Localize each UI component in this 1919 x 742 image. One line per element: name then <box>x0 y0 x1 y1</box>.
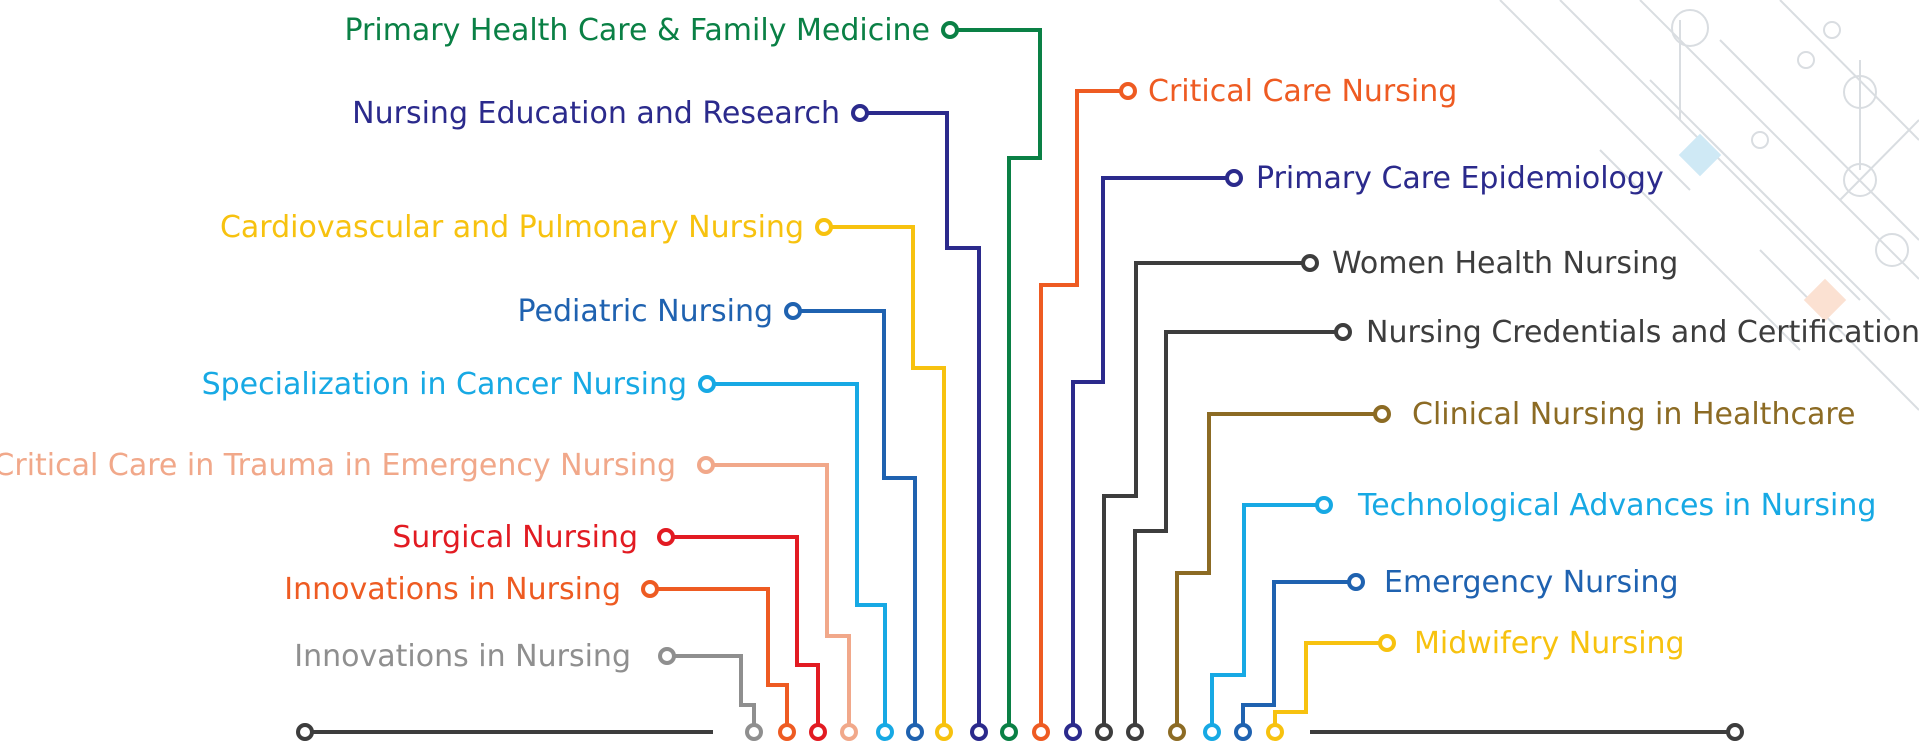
baseline-left-terminal <box>296 723 314 741</box>
terminal-label-critical-care <box>1119 82 1137 100</box>
connector-wires <box>657 28 1380 732</box>
wire-technological <box>1210 503 1317 732</box>
pattern-node <box>1797 51 1815 69</box>
topic-label-emergency: Emergency Nursing <box>1384 565 1679 600</box>
pattern-node <box>1751 131 1769 149</box>
pattern-line <box>1759 249 1919 411</box>
right-topic-labels: Critical Care Nursing Primary Care Epide… <box>1148 74 1919 661</box>
pattern-node <box>1875 233 1909 267</box>
wire-critical-care <box>1039 89 1121 732</box>
wire-trauma <box>713 463 851 732</box>
topic-label-critical-care: Critical Care Nursing <box>1148 74 1457 109</box>
terminal-base-innovations-orange <box>778 723 796 741</box>
topic-label-pediatric: Pediatric Nursing <box>517 294 773 329</box>
terminal-label-trauma <box>697 456 715 474</box>
terminal-base-nursing-education <box>970 723 988 741</box>
topic-label-epidemiology: Primary Care Epidemiology <box>1256 161 1664 196</box>
pattern-line <box>1699 129 1891 321</box>
connector-terminals <box>641 21 1396 741</box>
terminal-label-emergency <box>1347 573 1365 591</box>
topic-label-cardiovascular: Cardiovascular and Pulmonary Nursing <box>220 210 804 245</box>
wire-midwifery <box>1273 641 1380 732</box>
baseline-right-terminal <box>1726 723 1744 741</box>
terminal-label-innovations-orange <box>641 580 659 598</box>
terminal-base-emergency <box>1234 723 1252 741</box>
topic-label-midwifery: Midwifery Nursing <box>1414 626 1685 661</box>
pattern-line <box>1779 0 1919 141</box>
topic-label-innovations-gray: Innovations in Nursing <box>294 639 631 674</box>
left-topic-labels: Primary Health Care & Family Medicine Nu… <box>0 13 930 674</box>
terminal-label-nursing-education <box>851 104 869 122</box>
terminal-label-epidemiology <box>1225 169 1243 187</box>
pattern-line <box>1719 39 1919 241</box>
pattern-node <box>1843 163 1877 197</box>
terminal-label-midwifery <box>1378 634 1396 652</box>
terminal-base-pediatric <box>906 723 924 741</box>
terminal-base-women-health <box>1095 723 1113 741</box>
topic-label-nursing-education: Nursing Education and Research <box>352 96 840 131</box>
pattern-line <box>1839 119 1919 201</box>
pattern-line <box>1599 149 1801 351</box>
wire-innovations-orange <box>657 587 789 732</box>
topic-label-innovations-orange: Innovations in Nursing <box>284 572 621 607</box>
terminal-label-credentials <box>1334 323 1352 341</box>
terminal-base-credentials <box>1126 723 1144 741</box>
terminal-base-technological <box>1203 723 1221 741</box>
pattern-line <box>1499 0 1691 191</box>
wire-primary-health-care <box>957 28 1042 732</box>
pattern-blue-diamond <box>1678 133 1722 177</box>
topic-label-technological: Technological Advances in Nursing <box>1357 488 1876 523</box>
terminal-base-critical-care <box>1032 723 1050 741</box>
terminal-label-cancer <box>698 375 716 393</box>
topic-label-credentials: Nursing Credentials and Certifications <box>1366 315 1919 350</box>
pattern-line <box>1639 0 1919 280</box>
pattern-peach-diamond <box>1803 278 1847 322</box>
pattern-node <box>1823 21 1841 39</box>
terminal-base-innovations-gray <box>745 723 763 741</box>
terminal-base-surgical <box>809 723 827 741</box>
topic-label-trauma: Critical Care in Trauma in Emergency Nur… <box>0 448 676 483</box>
terminal-base-cancer <box>876 723 894 741</box>
terminal-label-technological <box>1315 496 1333 514</box>
topic-label-clinical: Clinical Nursing in Healthcare <box>1412 397 1855 432</box>
pattern-node <box>1843 75 1877 109</box>
terminal-label-surgical <box>657 528 675 546</box>
terminal-base-midwifery <box>1266 723 1284 741</box>
terminal-base-epidemiology <box>1064 723 1082 741</box>
diagram-baseline <box>296 723 1744 741</box>
terminal-base-trauma <box>840 723 858 741</box>
topic-label-primary-health-care: Primary Health Care & Family Medicine <box>344 13 930 48</box>
terminal-base-primary-health-care <box>1000 723 1018 741</box>
terminal-label-women-health <box>1301 254 1319 272</box>
circuit-background-pattern <box>1499 0 1919 411</box>
wire-surgical <box>673 535 820 732</box>
topic-label-women-health: Women Health Nursing <box>1332 246 1678 281</box>
wire-emergency <box>1241 580 1349 732</box>
terminal-label-cardiovascular <box>815 218 833 236</box>
pattern-node <box>1671 9 1709 47</box>
topic-label-cancer: Specialization in Cancer Nursing <box>202 367 687 402</box>
terminal-base-clinical <box>1168 723 1186 741</box>
topic-label-surgical: Surgical Nursing <box>392 520 638 555</box>
terminal-base-cardiovascular <box>935 723 953 741</box>
wire-innovations-gray <box>674 654 756 732</box>
terminal-label-pediatric <box>784 302 802 320</box>
terminal-label-innovations-gray <box>658 647 676 665</box>
terminal-label-primary-health-care <box>941 21 959 39</box>
terminal-label-clinical <box>1373 405 1391 423</box>
